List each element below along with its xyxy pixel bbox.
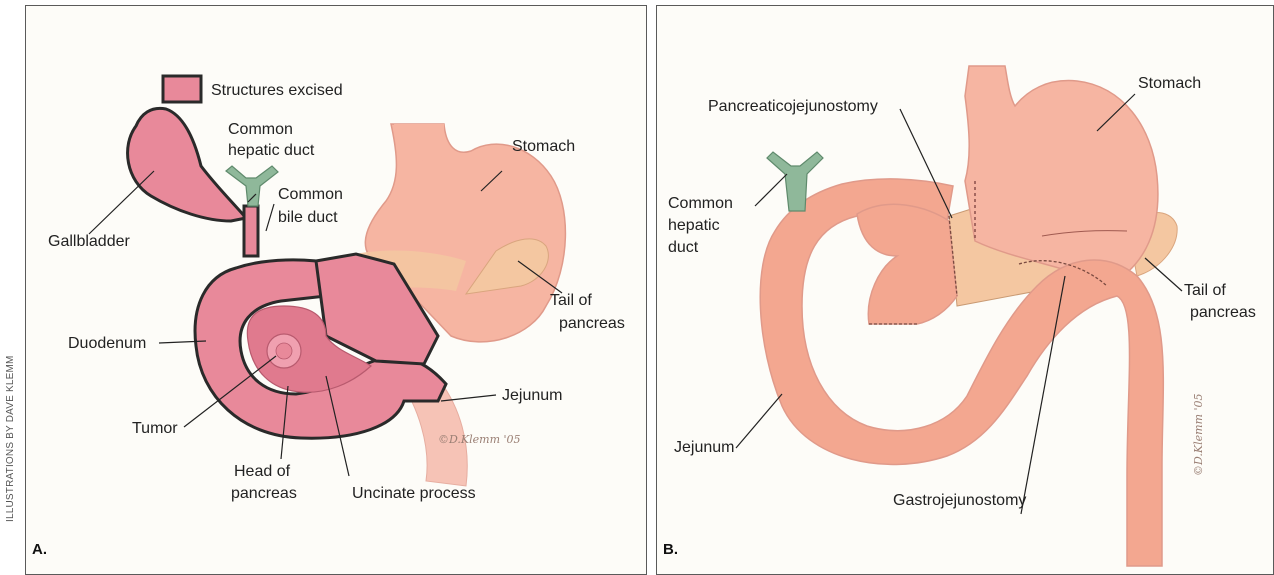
label-common-bile-duct-2: bile duct <box>278 209 338 226</box>
illustration-credit: ILLUSTRATIONS BY DAVE KLEMM <box>5 382 19 522</box>
label-stomach-b: Stomach <box>1138 75 1201 92</box>
panel-b-letter: B. <box>663 541 678 558</box>
label-common-hepatic-duct-1: Common <box>228 121 293 138</box>
panel-a-illustration: Structures excised <box>26 6 647 575</box>
artist-signature-b: ©D.Klemm '05 <box>1192 393 1205 476</box>
panel-a-letter: A. <box>32 541 47 558</box>
common-hepatic-duct-shape <box>226 166 278 206</box>
label-gastrojejunostomy: Gastrojejunostomy <box>893 492 1026 509</box>
label-tail-of-pancreas-2: pancreas <box>559 315 625 332</box>
label-tail-of-pancreas-b-2: pancreas <box>1190 304 1256 321</box>
label-jejunum-b: Jejunum <box>674 439 734 456</box>
common-bile-duct-shape <box>244 206 258 256</box>
label-pancreaticojejunostomy: Pancreaticojejunostomy <box>708 98 878 115</box>
artist-signature-a: ©D.Klemm '05 <box>438 433 521 446</box>
label-common-hepatic-duct-2: hepatic duct <box>228 142 315 159</box>
jejunal-limb-shape <box>857 204 957 324</box>
label-head-of-pancreas-1: Head of <box>234 463 291 480</box>
label-common-hepatic-duct-b-1: Common <box>668 195 733 212</box>
panel-b-illustration: Stomach Pancreaticojejunostomy Common he… <box>657 6 1274 575</box>
label-common-hepatic-duct-b-3: duct <box>668 239 699 256</box>
panel-a-before-resection: Structures excised <box>25 5 647 575</box>
label-common-bile-duct-1: Common <box>278 186 343 203</box>
label-jejunum: Jejunum <box>502 387 562 404</box>
label-duodenum: Duodenum <box>68 335 146 352</box>
label-uncinate-process: Uncinate process <box>352 485 476 502</box>
label-head-of-pancreas-2: pancreas <box>231 485 297 502</box>
legend-swatch-excised <box>163 76 201 102</box>
label-tail-of-pancreas-b-1: Tail of <box>1184 282 1226 299</box>
label-tumor: Tumor <box>132 420 178 437</box>
label-gallbladder: Gallbladder <box>48 233 131 250</box>
label-tail-of-pancreas-1: Tail of <box>550 292 592 309</box>
panel-b-after-reconstruction: Stomach Pancreaticojejunostomy Common he… <box>656 5 1274 575</box>
label-common-hepatic-duct-b-2: hepatic <box>668 217 720 234</box>
legend-label: Structures excised <box>211 82 343 99</box>
label-stomach: Stomach <box>512 138 575 155</box>
